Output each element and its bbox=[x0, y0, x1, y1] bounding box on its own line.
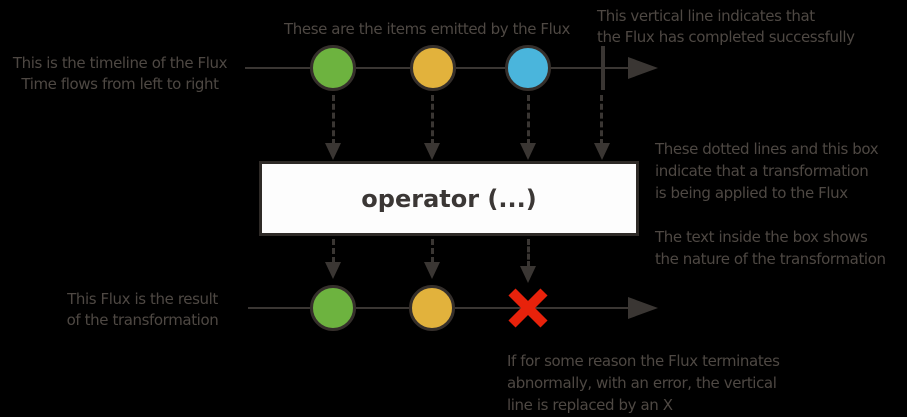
annotation-line: This Flux is the result bbox=[67, 290, 218, 308]
annotation-line: is being applied to the Flux bbox=[655, 184, 848, 202]
annotation-line: abnormally, with an error, the vertical bbox=[507, 374, 777, 392]
down-arrow-icon bbox=[424, 262, 440, 279]
annotation-line: This is the timeline of the Flux bbox=[12, 54, 228, 72]
bottom-timeline-arrow-icon bbox=[628, 297, 658, 319]
down-arrow-icon bbox=[520, 266, 536, 283]
operator-box-label: operator (...) bbox=[361, 184, 537, 213]
down-arrow-icon bbox=[325, 143, 341, 160]
timeline-annotation: This is the timeline of the Flux Time fl… bbox=[5, 53, 235, 95]
annotation-line: of the transformation bbox=[66, 311, 219, 329]
bottom-green-marble bbox=[310, 285, 356, 331]
annotation-line: line is replaced by an X bbox=[507, 396, 673, 414]
error-x-icon bbox=[508, 288, 548, 328]
dotted-line bbox=[332, 239, 335, 263]
annotation-line: indicate that a transformation bbox=[655, 162, 869, 180]
dotted-line bbox=[431, 239, 434, 263]
annotation-line: If for some reason the Flux terminates bbox=[507, 352, 780, 370]
result-annotation: This Flux is the result of the transform… bbox=[35, 289, 250, 331]
down-arrow-icon bbox=[325, 262, 341, 279]
down-arrow-icon bbox=[424, 143, 440, 160]
dotted-line bbox=[527, 95, 530, 145]
annotation-line: the Flux has completed successfully bbox=[597, 28, 855, 46]
dotted-line bbox=[527, 239, 530, 267]
dotted-line bbox=[431, 95, 434, 145]
operator-box: operator (...) bbox=[259, 161, 639, 236]
annotation-line: The text inside the box shows bbox=[655, 228, 868, 246]
annotation-line: Time flows from left to right bbox=[21, 75, 219, 93]
dotted-line bbox=[332, 95, 335, 145]
dotted-line bbox=[600, 95, 603, 145]
error-annotation: If for some reason the Flux terminates a… bbox=[507, 350, 780, 416]
annotation-line: This vertical line indicates that bbox=[597, 7, 815, 25]
top-green-marble bbox=[310, 45, 356, 91]
annotation-line: the nature of the transformation bbox=[655, 250, 886, 268]
transformation-annotation: These dotted lines and this box indicate… bbox=[655, 138, 879, 204]
box-text-annotation: The text inside the box shows the nature… bbox=[655, 226, 886, 270]
annotation-line: These are the items emitted by the Flux bbox=[283, 20, 571, 38]
annotation-line: These dotted lines and this box bbox=[655, 140, 879, 158]
bottom-yellow-marble bbox=[409, 285, 455, 331]
items-annotation: These are the items emitted by the Flux bbox=[284, 19, 570, 40]
down-arrow-icon bbox=[520, 143, 536, 160]
down-arrow-icon bbox=[594, 143, 610, 160]
top-blue-marble bbox=[505, 45, 551, 91]
top-timeline-arrow-icon bbox=[628, 57, 658, 79]
complete-line bbox=[601, 46, 605, 90]
top-yellow-marble bbox=[410, 45, 456, 91]
complete-annotation: This vertical line indicates that the Fl… bbox=[597, 6, 855, 48]
